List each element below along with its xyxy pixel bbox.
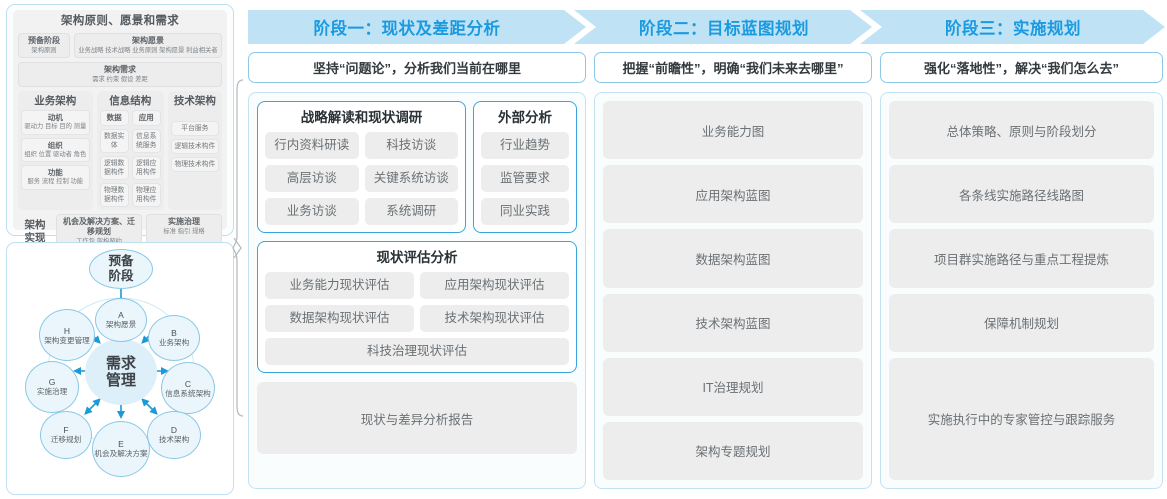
chip-row: 同业实践: [481, 198, 569, 225]
architecture-vision-box: 架构愿景 业务战略 技术战略 业务原则 架构愿景 利益相关者: [74, 33, 222, 58]
group-current-state-assessment: 现状评估分析 业务能力现状评估 应用架构现状评估 数据架构现状评估 技术架构现状…: [257, 241, 577, 373]
chip-business-interview[interactable]: 业务访谈: [265, 198, 359, 225]
phase-3-column: 强化“落地性”，解决“我们怎么去” 总体策略、原则与阶段划分 各条线实施路径线路…: [880, 52, 1163, 489]
chip-regulatory-requirement[interactable]: 监管要求: [481, 165, 569, 192]
adm-node-e: E 机会及解决方案: [92, 421, 150, 477]
phase-title-1: 阶段一：现状及差距分析: [313, 20, 501, 38]
framework-row-1: 预备阶段 架构原则 架构愿景 业务战略 技术战略 业务原则 架构愿景 利益相关者: [18, 33, 222, 58]
group-strategy-research: 战略解读和现状调研 行内资料研读 科技访谈 高层访谈 关键系统访谈 业务访谈 系…: [257, 101, 466, 233]
adm-node-b: B 业务架构: [148, 315, 200, 361]
chip-data-arch-assessment[interactable]: 数据架构现状评估: [265, 305, 414, 332]
chip-row: 监管要求: [481, 165, 569, 192]
data-subcolumn: 数据 数据实体 逻辑数据构件 物理数据构件: [99, 110, 129, 207]
phase-arrow-band: 阶段一：现状及差距分析 阶段二：目标蓝图规划 阶段三：实施规划: [248, 10, 1165, 44]
adm-node-center: 需求 管理: [85, 339, 157, 405]
business-architecture-column: 业务架构 动机 驱动力 目标 目的 测量 组织 组织 位置 驱动者 角色: [18, 91, 93, 210]
adm-node-a: A 架构愿景: [95, 298, 147, 342]
adm-node-g: G 实施治理: [25, 361, 79, 413]
phase-2-column: 把握“前瞻性”，明确“我们未来去哪里” 业务能力图 应用架构蓝图 数据架构蓝图 …: [594, 52, 872, 489]
impl-program-path[interactable]: 项目群实施路径与重点工程提炼: [889, 229, 1154, 288]
phase-2-body: 业务能力图 应用架构蓝图 数据架构蓝图 技术架构蓝图 IT治理规划 架构专题规划: [594, 92, 872, 489]
data-heading: 数据: [99, 110, 129, 126]
information-system-service: 信息系统服务: [131, 129, 161, 153]
adm-center-line2: 管理: [105, 372, 136, 389]
panel-to-phase-bracket: [232, 78, 250, 418]
chip-row: 行内资料研读 科技访谈: [265, 132, 458, 159]
chip-internal-docs[interactable]: 行内资料研读: [265, 132, 359, 159]
adm-prep-line1: 预备: [108, 254, 134, 268]
data-entity: 数据实体: [99, 129, 129, 153]
adm-center-line1: 需求: [105, 355, 136, 372]
blueprint-business-capability-map[interactable]: 业务能力图: [603, 101, 863, 160]
chip-row: 数据架构现状评估 技术架构现状评估: [265, 305, 569, 332]
impl-line-roadmap[interactable]: 各条线实施路径线路图: [889, 165, 1154, 224]
physical-application-component: 物理应用构件: [131, 183, 161, 207]
adm-node-c: C 信息系统架构: [161, 362, 215, 414]
impl-expert-control-tracking[interactable]: 实施执行中的专家管控与跟踪服务: [889, 357, 1154, 481]
logical-application-component: 逻辑应用构件: [131, 156, 161, 180]
architecture-requirements-box: 架构需求 需求 约束 假设 差距: [18, 62, 222, 87]
chip-tech-arch-assessment[interactable]: 技术架构现状评估: [420, 305, 569, 332]
technology-architecture-column: 技术架构 平台服务 逻辑技术构件 物理技术构件: [167, 91, 222, 210]
blueprint-architecture-topic-plan[interactable]: 架构专题规划: [603, 421, 863, 481]
chip-row: 科技治理现状评估: [265, 338, 569, 365]
group-external-analysis: 外部分析 行业趋势 监管要求 同业实践: [473, 101, 577, 233]
physical-data-component: 物理数据构件: [99, 183, 129, 207]
phase-title-3: 阶段三：实施规划: [945, 20, 1081, 38]
framework-title: 架构原则、愿景和需求: [61, 15, 179, 27]
phase-1-column: 坚持“问题论”，分析我们当前在哪里 战略解读和现状调研 行内资料研读 科技访谈 …: [248, 52, 586, 489]
platform-service: 平台服务: [170, 121, 219, 136]
phase-1-body: 战略解读和现状调研 行内资料研读 科技访谈 高层访谈 关键系统访谈 业务访谈 系…: [248, 92, 586, 489]
physical-technology-component: 物理技术构件: [170, 157, 219, 172]
blueprint-data-architecture[interactable]: 数据架构蓝图: [603, 229, 863, 288]
chip-industry-trend[interactable]: 行业趋势: [481, 132, 569, 159]
chip-row: 业务能力现状评估 应用架构现状评估: [265, 272, 569, 299]
adm-node-h: H 架构变更管理: [39, 309, 95, 361]
chip-tech-interview[interactable]: 科技访谈: [364, 132, 458, 159]
adm-cycle-card: 预备 阶段 需求 管理 A 架构愿景 B 业务架构 C 信息系统架构 D 技术架: [6, 242, 234, 495]
information-structure-column: 信息结构 数据 数据实体 逻辑数据构件 物理数据构件 应用 信息系统服务: [96, 91, 164, 210]
blueprint-it-governance-plan[interactable]: IT治理规划: [603, 357, 863, 416]
phase-3-body: 总体策略、原则与阶段划分 各条线实施路径线路图 项目群实施路径与重点工程提炼 保…: [880, 92, 1163, 489]
chip-system-survey[interactable]: 系统调研: [364, 198, 458, 225]
motivation-block: 动机 驱动力 目标 目的 测量: [21, 110, 90, 135]
chip-it-governance-assessment[interactable]: 科技治理现状评估: [265, 338, 569, 365]
phase-3-subtitle: 强化“落地性”，解决“我们怎么去”: [880, 52, 1163, 83]
phase-1-subtitle: 坚持“问题论”，分析我们当前在哪里: [248, 52, 586, 83]
adm-node-f: F 迁移规划: [40, 411, 92, 459]
blueprint-application-architecture[interactable]: 应用架构蓝图: [603, 165, 863, 224]
chip-row: 行业趋势: [481, 132, 569, 159]
architecture-content-framework-card: 架构原则、愿景和需求 预备阶段 架构原则 架构愿景 业务战略 技术战略 业务原则…: [6, 4, 234, 249]
chip-peer-practice[interactable]: 同业实践: [481, 198, 569, 225]
logical-data-component: 逻辑数据构件: [99, 156, 129, 180]
chip-row: 业务访谈 系统调研: [265, 198, 458, 225]
function-block: 功能 服务 流程 控制 功能: [21, 165, 90, 190]
togaf-reference-panel: 架构原则、愿景和需求 预备阶段 架构原则 架构愿景 业务战略 技术战略 业务原则…: [6, 4, 236, 495]
adm-prep-line2: 阶段: [108, 269, 134, 283]
chip-key-system-interview[interactable]: 关键系统访谈: [364, 165, 458, 192]
gap-analysis-report[interactable]: 现状与差异分析报告: [257, 382, 577, 454]
chip-row: 高层访谈 关键系统访谈: [265, 165, 458, 192]
adm-node-d: D 技术架构: [147, 411, 201, 459]
chip-business-capability-assessment[interactable]: 业务能力现状评估: [265, 272, 414, 299]
application-subcolumn: 应用 信息系统服务 逻辑应用构件 物理应用构件: [131, 110, 161, 207]
impl-assurance-mechanism[interactable]: 保障机制规划: [889, 293, 1154, 352]
chip-exec-interview[interactable]: 高层访谈: [265, 165, 359, 192]
logical-technology-component: 逻辑技术构件: [170, 139, 219, 154]
blueprint-technology-architecture[interactable]: 技术架构蓝图: [603, 293, 863, 352]
phase-1-top-groups: 战略解读和现状调研 行内资料研读 科技访谈 高层访谈 关键系统访谈 业务访谈 系…: [257, 101, 577, 233]
adm-node-prep: 预备 阶段: [89, 249, 153, 289]
phase-2-subtitle: 把握“前瞻性”，明确“我们未来去哪里”: [594, 52, 872, 83]
framework-architecture-columns: 业务架构 动机 驱动力 目标 目的 测量 组织 组织 位置 驱动者 角色: [18, 91, 222, 210]
architecture-realization-label: 架构实现: [24, 218, 46, 244]
prelim-phase-box: 预备阶段 架构原则: [18, 33, 70, 58]
phase-title-2: 阶段二：目标蓝图规划: [639, 20, 809, 38]
organization-block: 组织 组织 位置 驱动者 角色: [21, 137, 90, 162]
application-heading: 应用: [131, 110, 161, 126]
impl-overall-strategy[interactable]: 总体策略、原则与阶段划分: [889, 101, 1154, 160]
chip-application-arch-assessment[interactable]: 应用架构现状评估: [420, 272, 569, 299]
